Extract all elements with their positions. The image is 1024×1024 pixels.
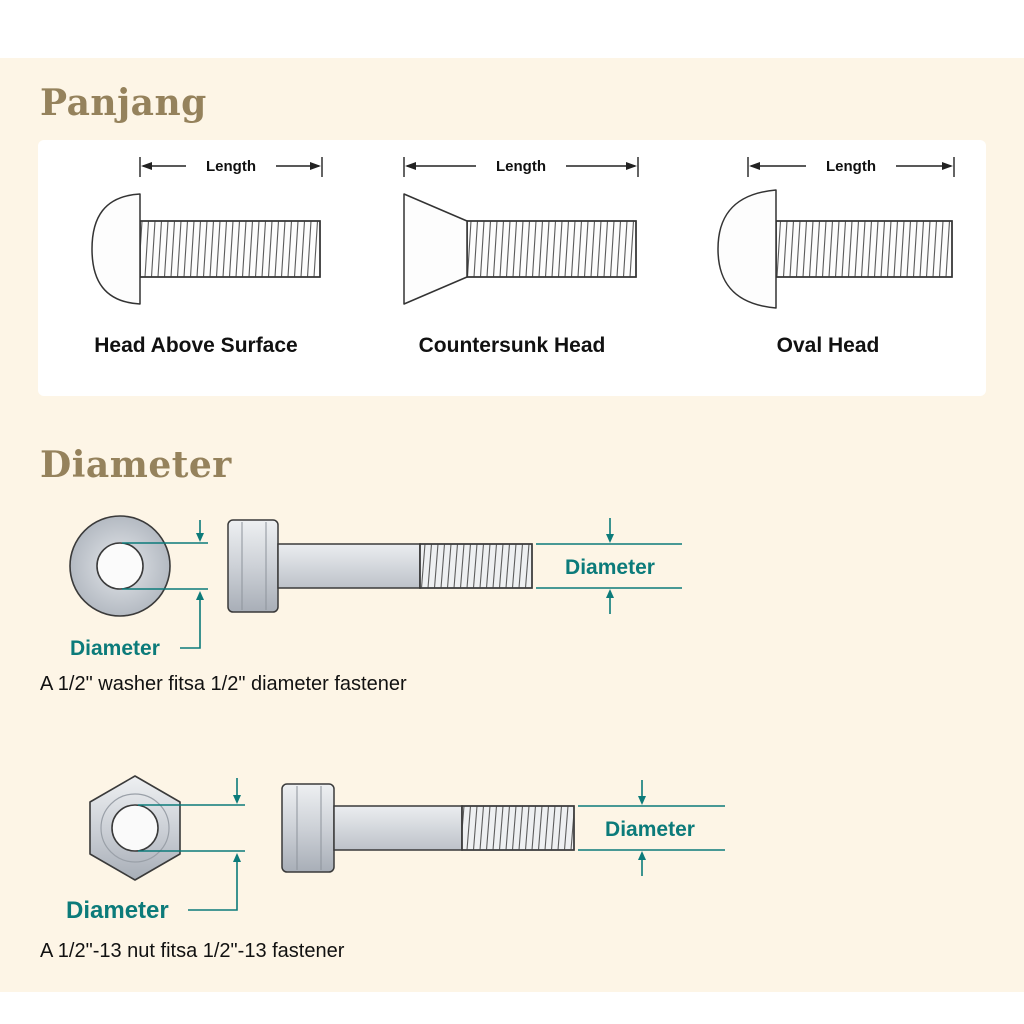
hex-bolt [281,783,575,873]
bolt-caption-countersunk: Countersunk Head [418,334,606,357]
length-label: Length [826,158,876,175]
nut-diameter-label: Diameter [66,897,169,924]
bolt-column-countersunk: Length Countersunk Head [354,144,670,358]
bottom-margin [0,992,1024,1024]
countersunk-bolt [403,193,637,305]
washer-diagram-wrap: Diameter Diam [30,494,1024,671]
bolt-diameter-label: Diameter [605,818,695,841]
bolt-caption-head-above-surface: Head Above Surface [94,334,298,357]
nut-caption: A 1/2"-13 nut fitsa 1/2"-13 fastener [40,940,345,962]
top-margin [0,0,1024,58]
washer-diameter-label: Diameter [70,637,160,660]
bolt-column-oval: Length Oval Head [670,144,986,358]
round-head-bolt-diagram: Length [91,157,323,305]
bolt-diameter-dimension [578,780,725,876]
nut-diameter-dimension [138,778,245,911]
washer-caption: A 1/2" washer fitsa 1/2" diameter fasten… [40,673,407,695]
bolt-diameter-dimension [536,518,682,614]
bolt-column-head-above-surface: Length Head Above Surface [38,144,354,358]
washer [69,515,171,617]
length-section-title: Panjang [40,82,207,124]
washer-diameter-dimension [122,520,208,649]
washer-bolt-diameter-diagram: Diameter Diam [69,515,682,660]
diameter-section-title: Diameter [40,444,232,486]
hex-nut [89,775,181,881]
round-head-bolt [91,193,321,305]
length-dimension-arrow [403,157,639,177]
nut-diagram-wrap: Diameter Diam [30,748,1024,938]
oval-head-bolt-diagram: Length [717,157,955,309]
length-dimension-arrow [139,157,323,177]
countersunk-bolt-diagram: Length [403,157,639,305]
content-area: Panjang Length [0,58,1024,992]
bolt-diameter-label: Diameter [565,556,655,579]
hex-bolt [227,519,533,613]
length-dimension-arrow [747,157,955,177]
length-label: Length [496,158,546,175]
length-label: Length [206,158,256,175]
nut-bolt-diameter-diagram: Diameter Diam [66,775,725,924]
bolt-length-panel: Length Head Above Surface [38,140,986,396]
oval-head-bolt [717,189,953,309]
bolt-caption-oval: Oval Head [776,334,880,357]
